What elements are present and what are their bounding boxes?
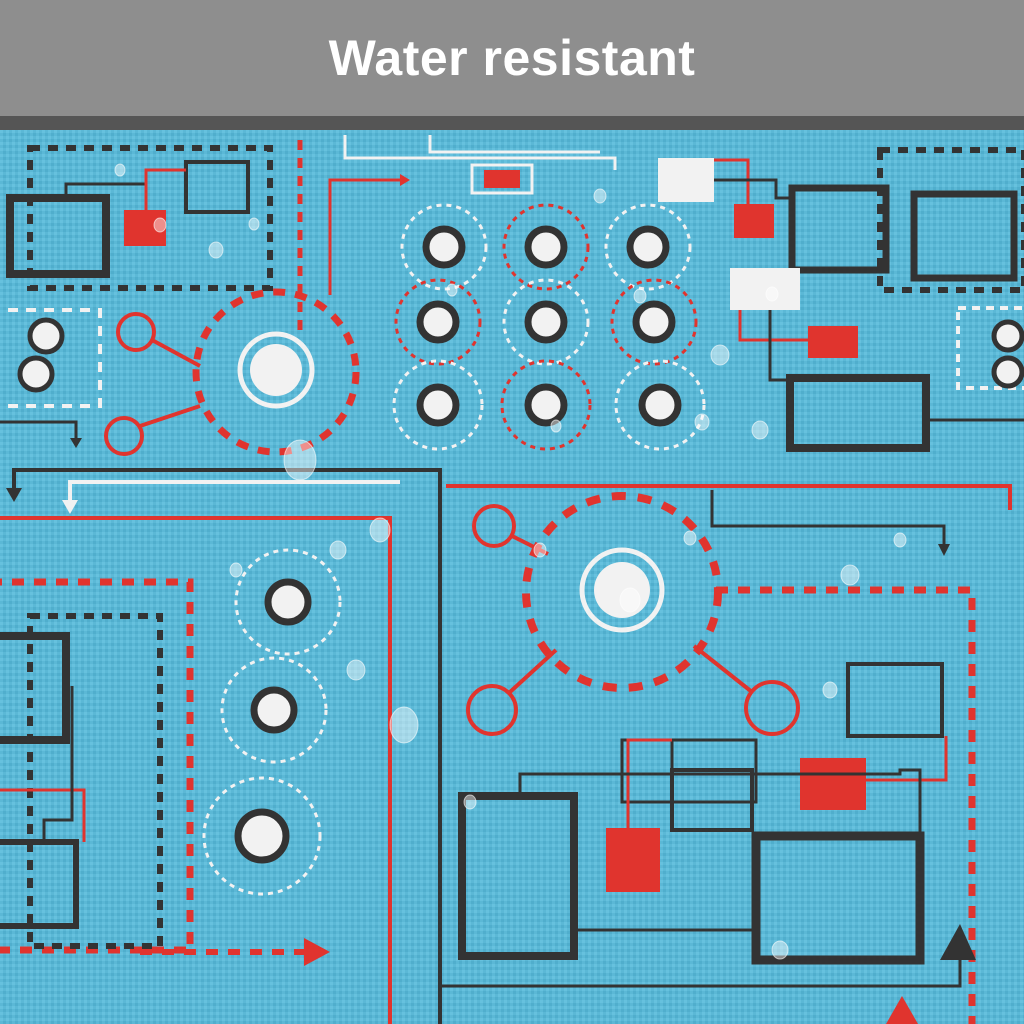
circuit-block-top-right bbox=[658, 147, 1024, 452]
circuit-block-bottom-left bbox=[0, 548, 342, 966]
circuit-block-bottom-right bbox=[442, 492, 976, 1024]
banner-divider bbox=[0, 116, 1024, 130]
ring-grid bbox=[392, 203, 706, 451]
flow-lines bbox=[0, 468, 1012, 1024]
circuit-pattern-icon bbox=[0, 130, 1024, 1024]
fabric-texture bbox=[0, 130, 1024, 1024]
circuit-block-left-middle bbox=[0, 288, 360, 456]
fabric-photo bbox=[0, 130, 1024, 1024]
circuit-block-top-center bbox=[328, 135, 617, 295]
feature-banner: Water resistant bbox=[0, 0, 1024, 116]
banner-title: Water resistant bbox=[328, 30, 696, 86]
water-drop-icon bbox=[114, 163, 907, 960]
circuit-block-top-left bbox=[6, 140, 303, 330]
